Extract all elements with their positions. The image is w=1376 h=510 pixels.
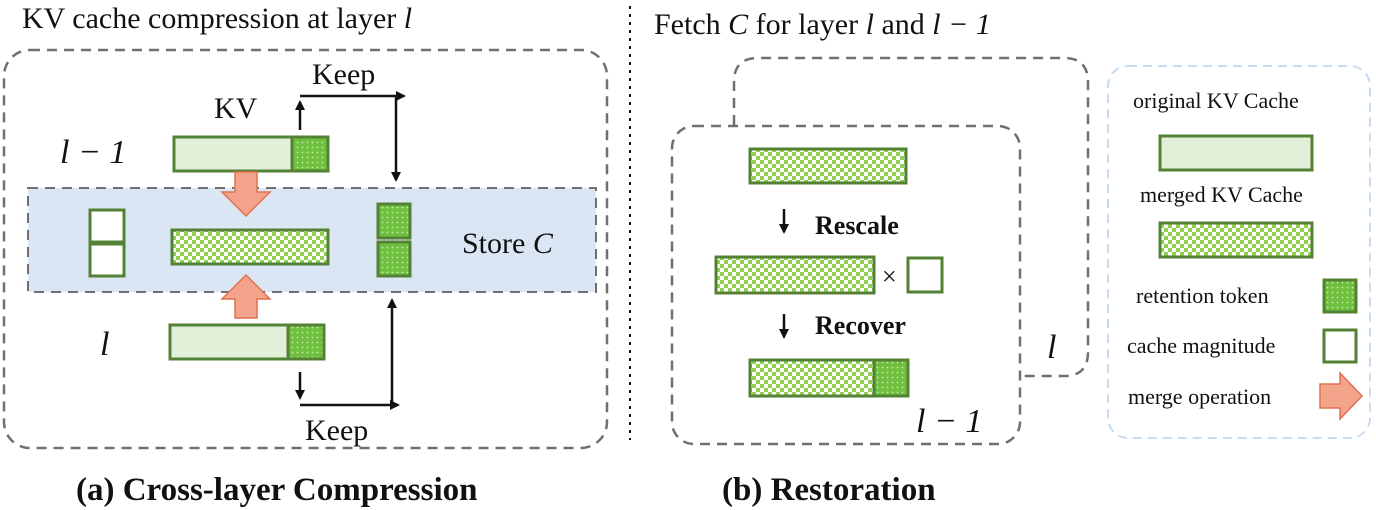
back-layer-frame xyxy=(732,56,1090,378)
recovered-cache xyxy=(748,358,876,398)
legend-merge-op-swatch xyxy=(1319,371,1364,421)
stored-retention-upper xyxy=(376,202,412,240)
stored-magnitude-lower xyxy=(88,242,126,278)
keep-bottom-label: Keep xyxy=(305,414,368,447)
recovered-retention-token xyxy=(872,358,910,398)
kv-label: KV xyxy=(214,92,258,125)
layer-retention-token xyxy=(286,323,326,361)
store-label: Store C xyxy=(462,227,554,260)
stored-retention-lower xyxy=(376,240,412,278)
panel-b-caption: (b) Restoration xyxy=(722,472,936,508)
keep-top-label: Keep xyxy=(312,58,375,91)
stored-magnitude-upper xyxy=(88,208,126,244)
front-layer-label: l − 1 xyxy=(916,403,982,440)
layer-prev-retention-token xyxy=(290,135,330,173)
fetched-merged-cache xyxy=(748,147,908,185)
times-symbol: × xyxy=(882,262,897,291)
panel-a-frame xyxy=(2,48,609,450)
recover-label: Recover xyxy=(815,311,906,340)
legend-original-swatch xyxy=(1158,134,1314,172)
merge-arrow-down xyxy=(220,171,272,218)
layer-original-cache xyxy=(168,323,290,361)
merge-arrow-up xyxy=(220,273,272,319)
legend-merged-swatch xyxy=(1158,221,1314,259)
legend-retention-swatch xyxy=(1322,278,1358,314)
layer-prev-label: l − 1 xyxy=(60,134,126,171)
back-layer-label: l xyxy=(1047,329,1056,366)
panel-a-caption: (a) Cross-layer Compression xyxy=(76,472,477,508)
rescale-magnitude xyxy=(906,256,944,294)
panel-a-title: KV cache compression at layer l xyxy=(22,2,412,35)
panel-b-title: Fetch C for layer l and l − 1 xyxy=(654,8,991,41)
legend-retention-label: retention token xyxy=(1136,283,1269,308)
legend-original-label: original KV Cache xyxy=(1133,88,1299,113)
stored-merged-cache xyxy=(170,228,330,266)
layer-label: l xyxy=(100,326,109,363)
legend-magnitude-swatch xyxy=(1322,328,1358,364)
legend-magnitude-label: cache magnitude xyxy=(1127,333,1275,358)
rescale-label: Rescale xyxy=(815,211,899,240)
legend-merged-label: merged KV Cache xyxy=(1140,182,1303,207)
rescaled-merged-cache xyxy=(714,255,876,295)
layer-prev-original-cache xyxy=(172,135,294,173)
legend-merge-op-label: merge operation xyxy=(1128,384,1271,409)
